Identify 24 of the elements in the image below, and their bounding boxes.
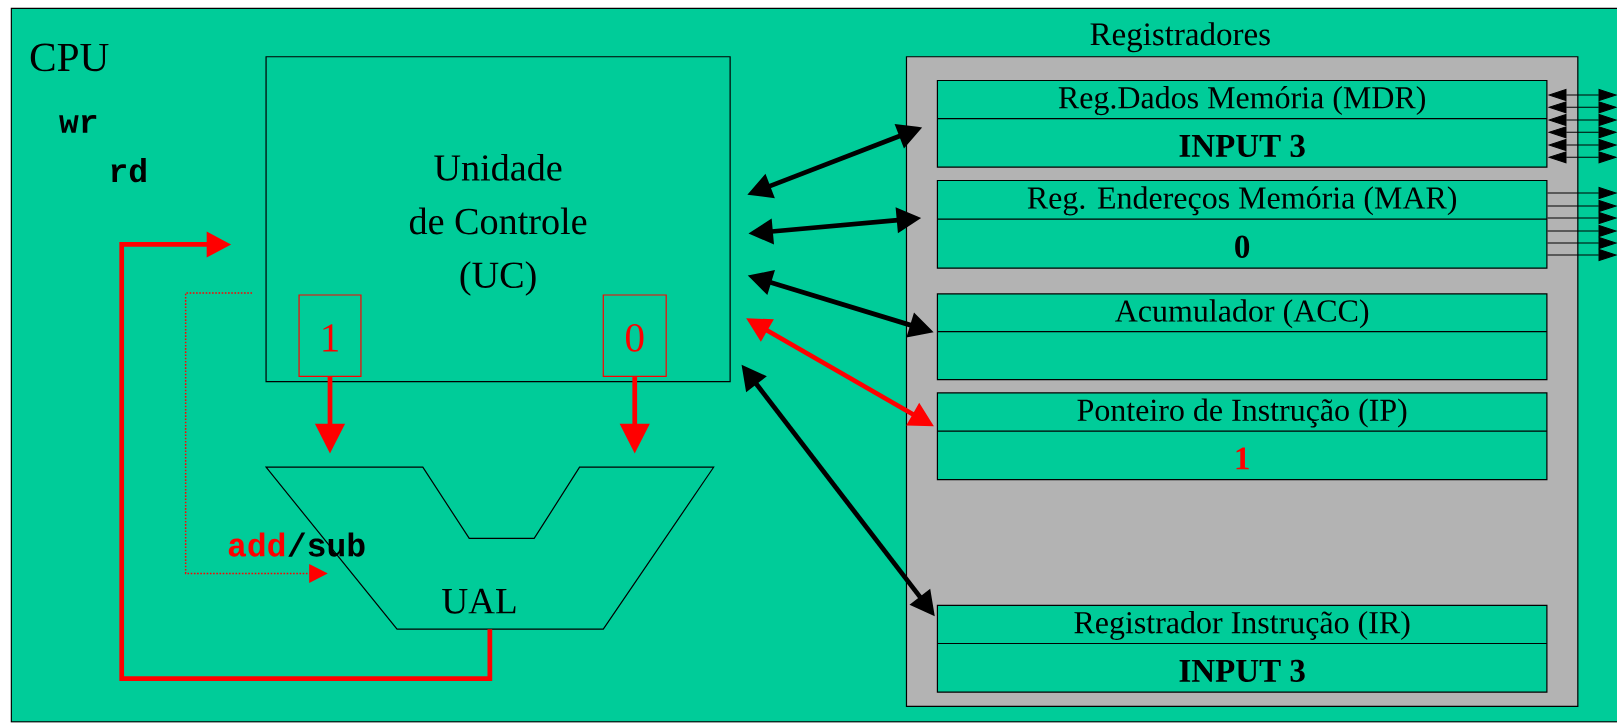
bus-line bbox=[1547, 187, 1617, 199]
node-label: Registradores bbox=[1090, 22, 1270, 53]
bus-line bbox=[1548, 114, 1617, 126]
bus-line bbox=[1548, 126, 1617, 139]
bit-box: 0 bbox=[602, 294, 667, 378]
register-box: Registrador Instrução (IR) INPUT 3 bbox=[936, 604, 1548, 693]
bit-box: 1 bbox=[298, 294, 362, 378]
bus-line bbox=[1548, 101, 1617, 114]
bus-line bbox=[1548, 89, 1617, 101]
bus-line bbox=[1547, 249, 1617, 261]
register-box: Reg. Endereços Memória (MAR) 0 bbox=[936, 179, 1548, 269]
bus-line bbox=[1548, 151, 1617, 164]
signal-label: rd bbox=[111, 158, 146, 183]
bus-line bbox=[1547, 200, 1617, 212]
bus-line bbox=[1547, 212, 1617, 224]
arrow bbox=[119, 231, 493, 681]
bus-line bbox=[1548, 139, 1617, 151]
register-box: Acumulador (ACC) bbox=[936, 293, 1548, 381]
bus-line bbox=[1547, 225, 1617, 237]
register-box: Reg.Dados Memória (MDR) INPUT 3 bbox=[936, 79, 1548, 168]
signal-label: add bbox=[228, 532, 285, 557]
register-box: Ponteiro de Instrução (IP) 1 bbox=[936, 392, 1548, 481]
bus-line bbox=[1547, 237, 1617, 249]
signal-label: wr bbox=[59, 114, 97, 133]
